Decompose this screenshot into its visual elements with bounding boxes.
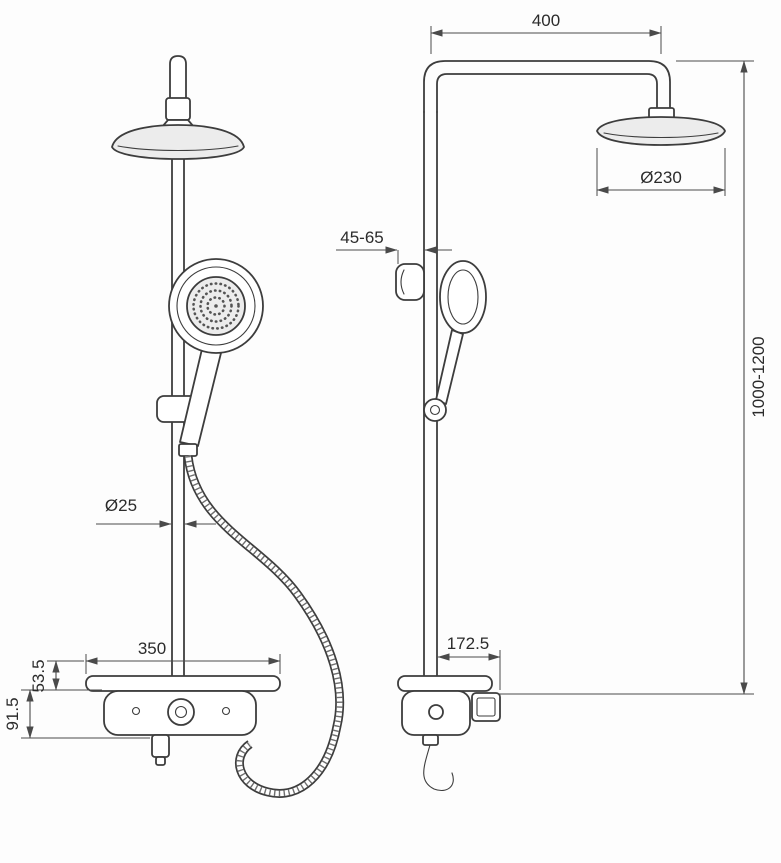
rain-shower-head-side	[596, 107, 726, 146]
dimension-body-height: 91.5	[3, 689, 150, 739]
dimension-head-diameter: Ø230	[596, 148, 726, 196]
hose-outlet-front	[151, 734, 170, 758]
dimension-wall-clearance: 45-65	[336, 228, 452, 264]
hand-shower-front	[156, 258, 264, 457]
dimension-shelf-width: 350	[85, 639, 281, 674]
shelf-side	[397, 675, 493, 692]
front-view: Ø25 350 53.5 91.5	[3, 55, 345, 798]
hand-shower-side	[423, 260, 487, 422]
shower-hose	[183, 455, 345, 798]
mixer-body-front	[103, 690, 257, 766]
mixer-knob-front	[167, 698, 195, 726]
arm-length-label: 400	[532, 11, 560, 30]
deck-height-label: 53.5	[29, 659, 48, 692]
dimension-pipe-diameter: Ø25	[96, 496, 216, 528]
mixer-body-side	[401, 690, 501, 791]
wall-clearance-label: 45-65	[340, 228, 383, 247]
pipe-diameter-label: Ø25	[105, 496, 137, 515]
riser-pipe-side	[423, 60, 671, 695]
dimension-deck-height: 53.5	[21, 659, 102, 693]
rain-shower-head-front	[111, 124, 245, 160]
height-range-label: 1000-1200	[749, 336, 768, 417]
shelf-width-label: 350	[138, 639, 166, 658]
hose-outlet-side	[422, 734, 439, 746]
side-view: 400 Ø230 45-65 1000-1200 172.5	[336, 11, 768, 791]
dimension-shelf-depth: 172.5	[437, 634, 501, 690]
head-diameter-label: Ø230	[640, 168, 682, 187]
wall-bracket-side	[395, 263, 425, 301]
shelf-front	[85, 675, 281, 692]
dimension-arm-length: 400	[430, 11, 662, 54]
mixer-handle-side	[471, 692, 501, 722]
slider-knob-side	[423, 398, 447, 422]
body-height-label: 91.5	[3, 697, 22, 730]
dimension-height-range: 1000-1200	[498, 60, 768, 695]
shelf-depth-label: 172.5	[447, 634, 490, 653]
